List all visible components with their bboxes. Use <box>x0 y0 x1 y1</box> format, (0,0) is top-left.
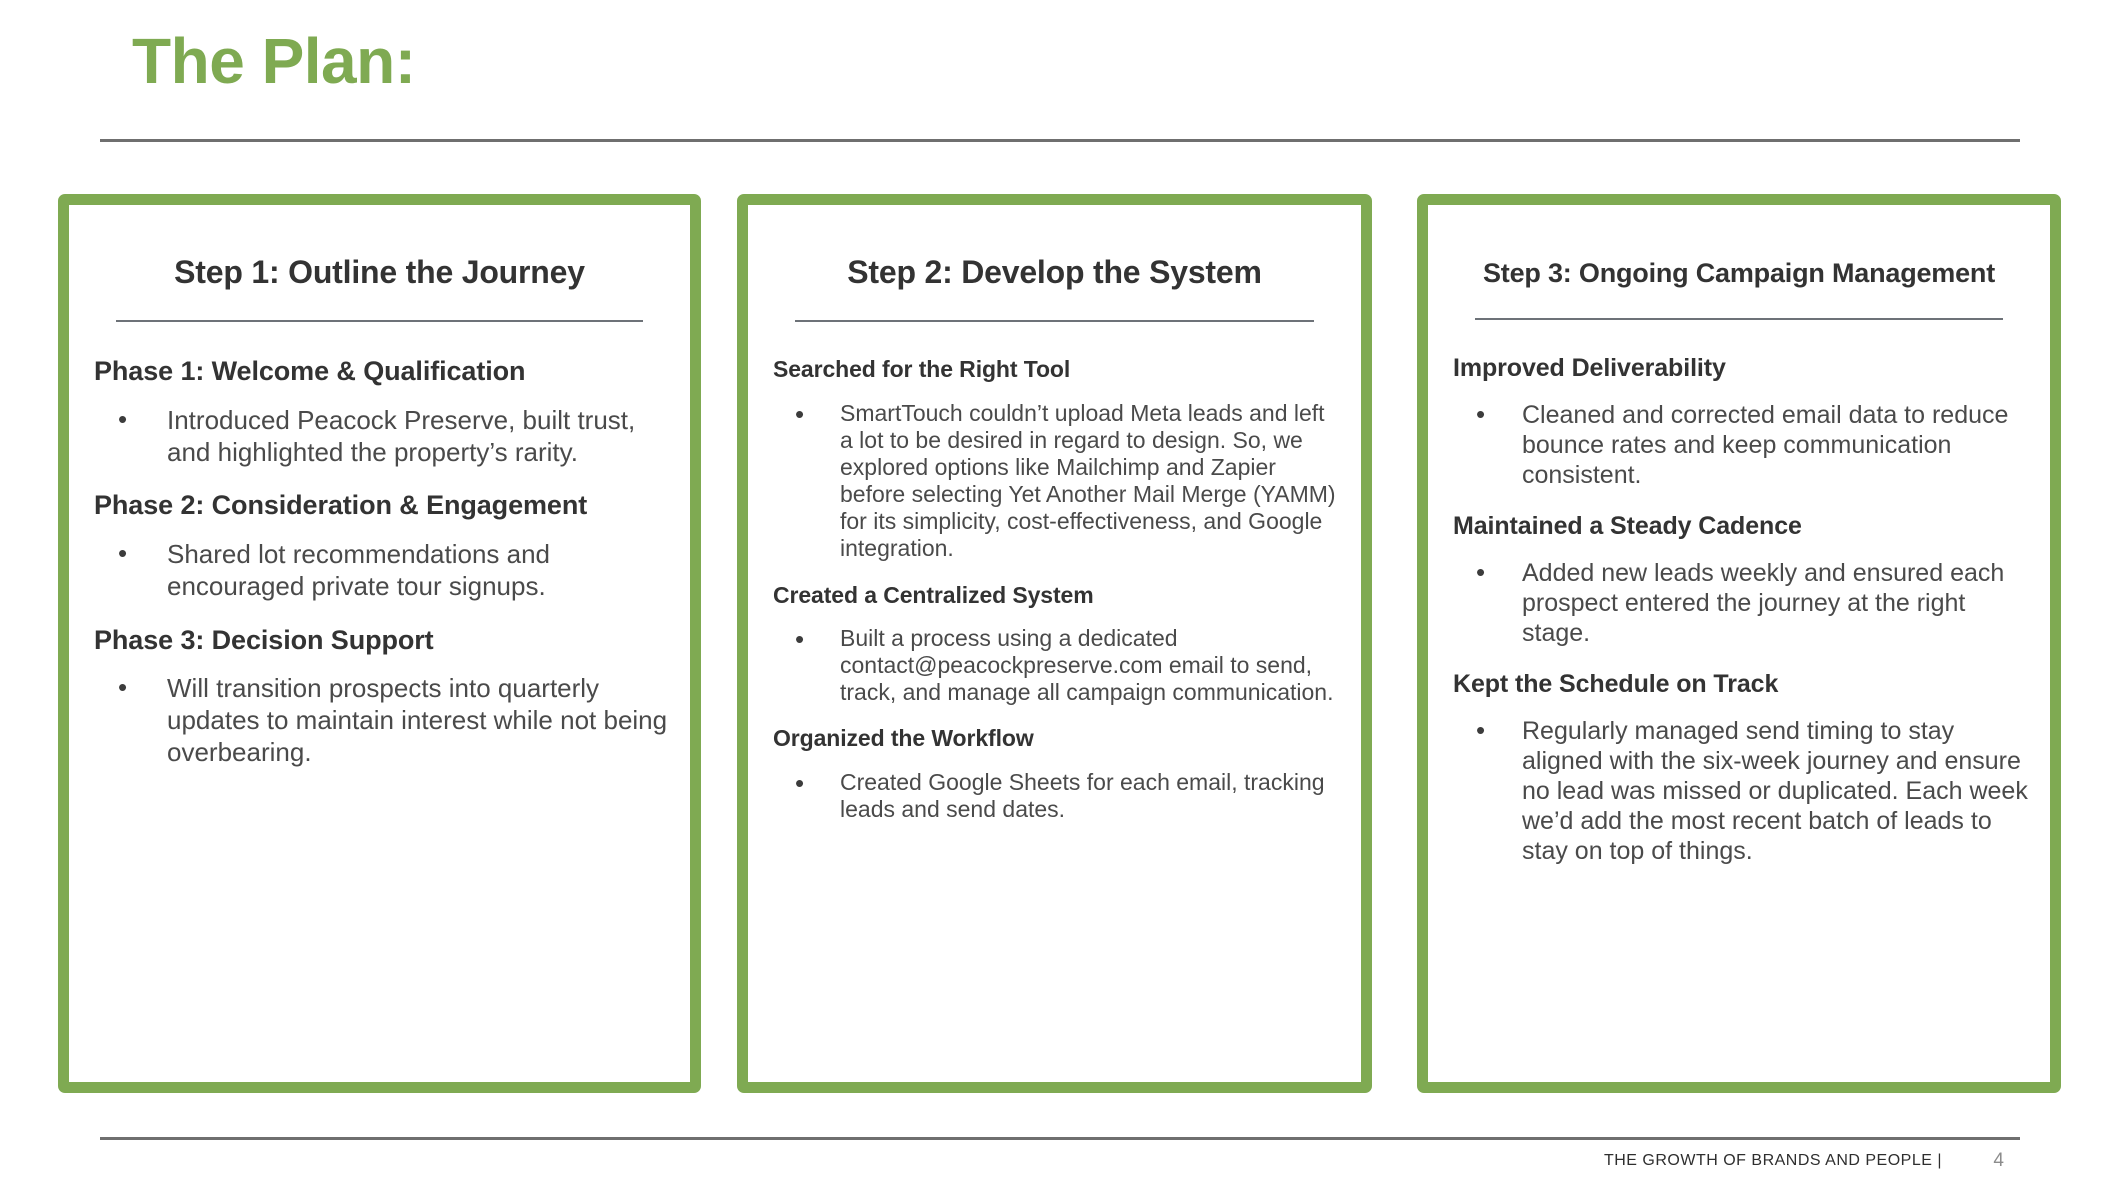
step-card-1: Step 1: Outline the Journey Phase 1: Wel… <box>58 194 701 1093</box>
section: Phase 3: Decision Support Will transitio… <box>91 623 668 769</box>
section-title: Maintained a Steady Cadence <box>1453 512 1802 541</box>
page-title: The Plan: <box>132 25 416 97</box>
step-card-3-divider <box>1475 318 2003 321</box>
footer-divider <box>100 1137 2020 1140</box>
section: Phase 2: Consideration & Engagement Shar… <box>91 488 668 602</box>
section-title: Searched for the Right Tool <box>773 356 1071 383</box>
bullet-list: Regularly managed send timing to stay al… <box>1450 715 2028 866</box>
bullet-list: Cleaned and corrected email data to redu… <box>1450 399 2028 490</box>
section-title: Kept the Schedule on Track <box>1453 670 1779 699</box>
step-card-3-sections: Improved Deliverability Cleaned and corr… <box>1450 352 2028 866</box>
section-title: Phase 1: Welcome & Qualification <box>94 356 526 387</box>
bullet-list: Will transition prospects into quarterly… <box>91 672 668 768</box>
step-card-3: Step 3: Ongoing Campaign Management Impr… <box>1417 194 2061 1093</box>
title-divider <box>100 139 2020 142</box>
section-title: Phase 3: Decision Support <box>94 624 434 655</box>
section: Phase 1: Welcome & Qualification Introdu… <box>91 354 668 468</box>
bullet-list: SmartTouch couldn’t upload Meta leads an… <box>770 399 1339 563</box>
section: Created a Centralized System Built a pro… <box>770 580 1339 707</box>
bullet-list: Created Google Sheets for each email, tr… <box>770 768 1339 823</box>
list-item: Will transition prospects into quarterly… <box>91 672 668 768</box>
footer-label: THE GROWTH OF BRANDS AND PEOPLE | <box>1603 1152 1942 1169</box>
bullet-list: Introduced Peacock Preserve, built trust… <box>91 404 668 468</box>
step-card-1-content: Step 1: Outline the Journey Phase 1: Wel… <box>69 205 690 1082</box>
section: Organized the Workflow Created Google Sh… <box>770 723 1339 823</box>
bullet-list: Added new leads weekly and ensured each … <box>1450 557 2028 648</box>
step-card-3-heading: Step 3: Ongoing Campaign Management <box>1482 258 1996 288</box>
step-card-3-content: Step 3: Ongoing Campaign Management Impr… <box>1428 205 2050 1082</box>
list-item: Regularly managed send timing to stay al… <box>1450 715 2028 866</box>
list-item: SmartTouch couldn’t upload Meta leads an… <box>770 399 1339 563</box>
section: Kept the Schedule on Track Regularly man… <box>1450 668 2028 866</box>
step-card-1-divider <box>116 320 643 323</box>
section-title: Improved Deliverability <box>1453 354 1726 383</box>
section-title: Phase 2: Consideration & Engagement <box>94 490 588 521</box>
section: Maintained a Steady Cadence Added new le… <box>1450 510 2028 648</box>
section: Improved Deliverability Cleaned and corr… <box>1450 352 2028 490</box>
list-item: Added new leads weekly and ensured each … <box>1450 557 2028 648</box>
step-card-2-content: Step 2: Develop the System Searched for … <box>748 205 1361 1082</box>
step-card-2-heading: Step 2: Develop the System <box>847 254 1262 290</box>
bullet-list: Built a process using a dedicated contac… <box>770 624 1339 706</box>
bullet-list: Shared lot recommendations and encourage… <box>91 538 668 602</box>
list-item: Created Google Sheets for each email, tr… <box>770 768 1339 823</box>
step-card-2-divider <box>795 320 1314 323</box>
step-card-1-heading: Step 1: Outline the Journey <box>174 254 585 290</box>
step-card-2-sections: Searched for the Right Tool SmartTouch c… <box>770 354 1339 822</box>
list-item: Introduced Peacock Preserve, built trust… <box>91 404 668 468</box>
section-title: Organized the Workflow <box>773 725 1034 752</box>
step-card-2: Step 2: Develop the System Searched for … <box>737 194 1372 1093</box>
step-card-row: Step 1: Outline the Journey Phase 1: Wel… <box>0 194 2118 1094</box>
list-item: Built a process using a dedicated contac… <box>770 624 1339 706</box>
page-number: 4 <box>1993 1150 2004 1171</box>
section: Searched for the Right Tool SmartTouch c… <box>770 354 1339 562</box>
section-title: Created a Centralized System <box>773 581 1094 608</box>
step-card-1-sections: Phase 1: Welcome & Qualification Introdu… <box>91 354 668 768</box>
list-item: Shared lot recommendations and encourage… <box>91 538 668 602</box>
list-item: Cleaned and corrected email data to redu… <box>1450 399 2028 490</box>
